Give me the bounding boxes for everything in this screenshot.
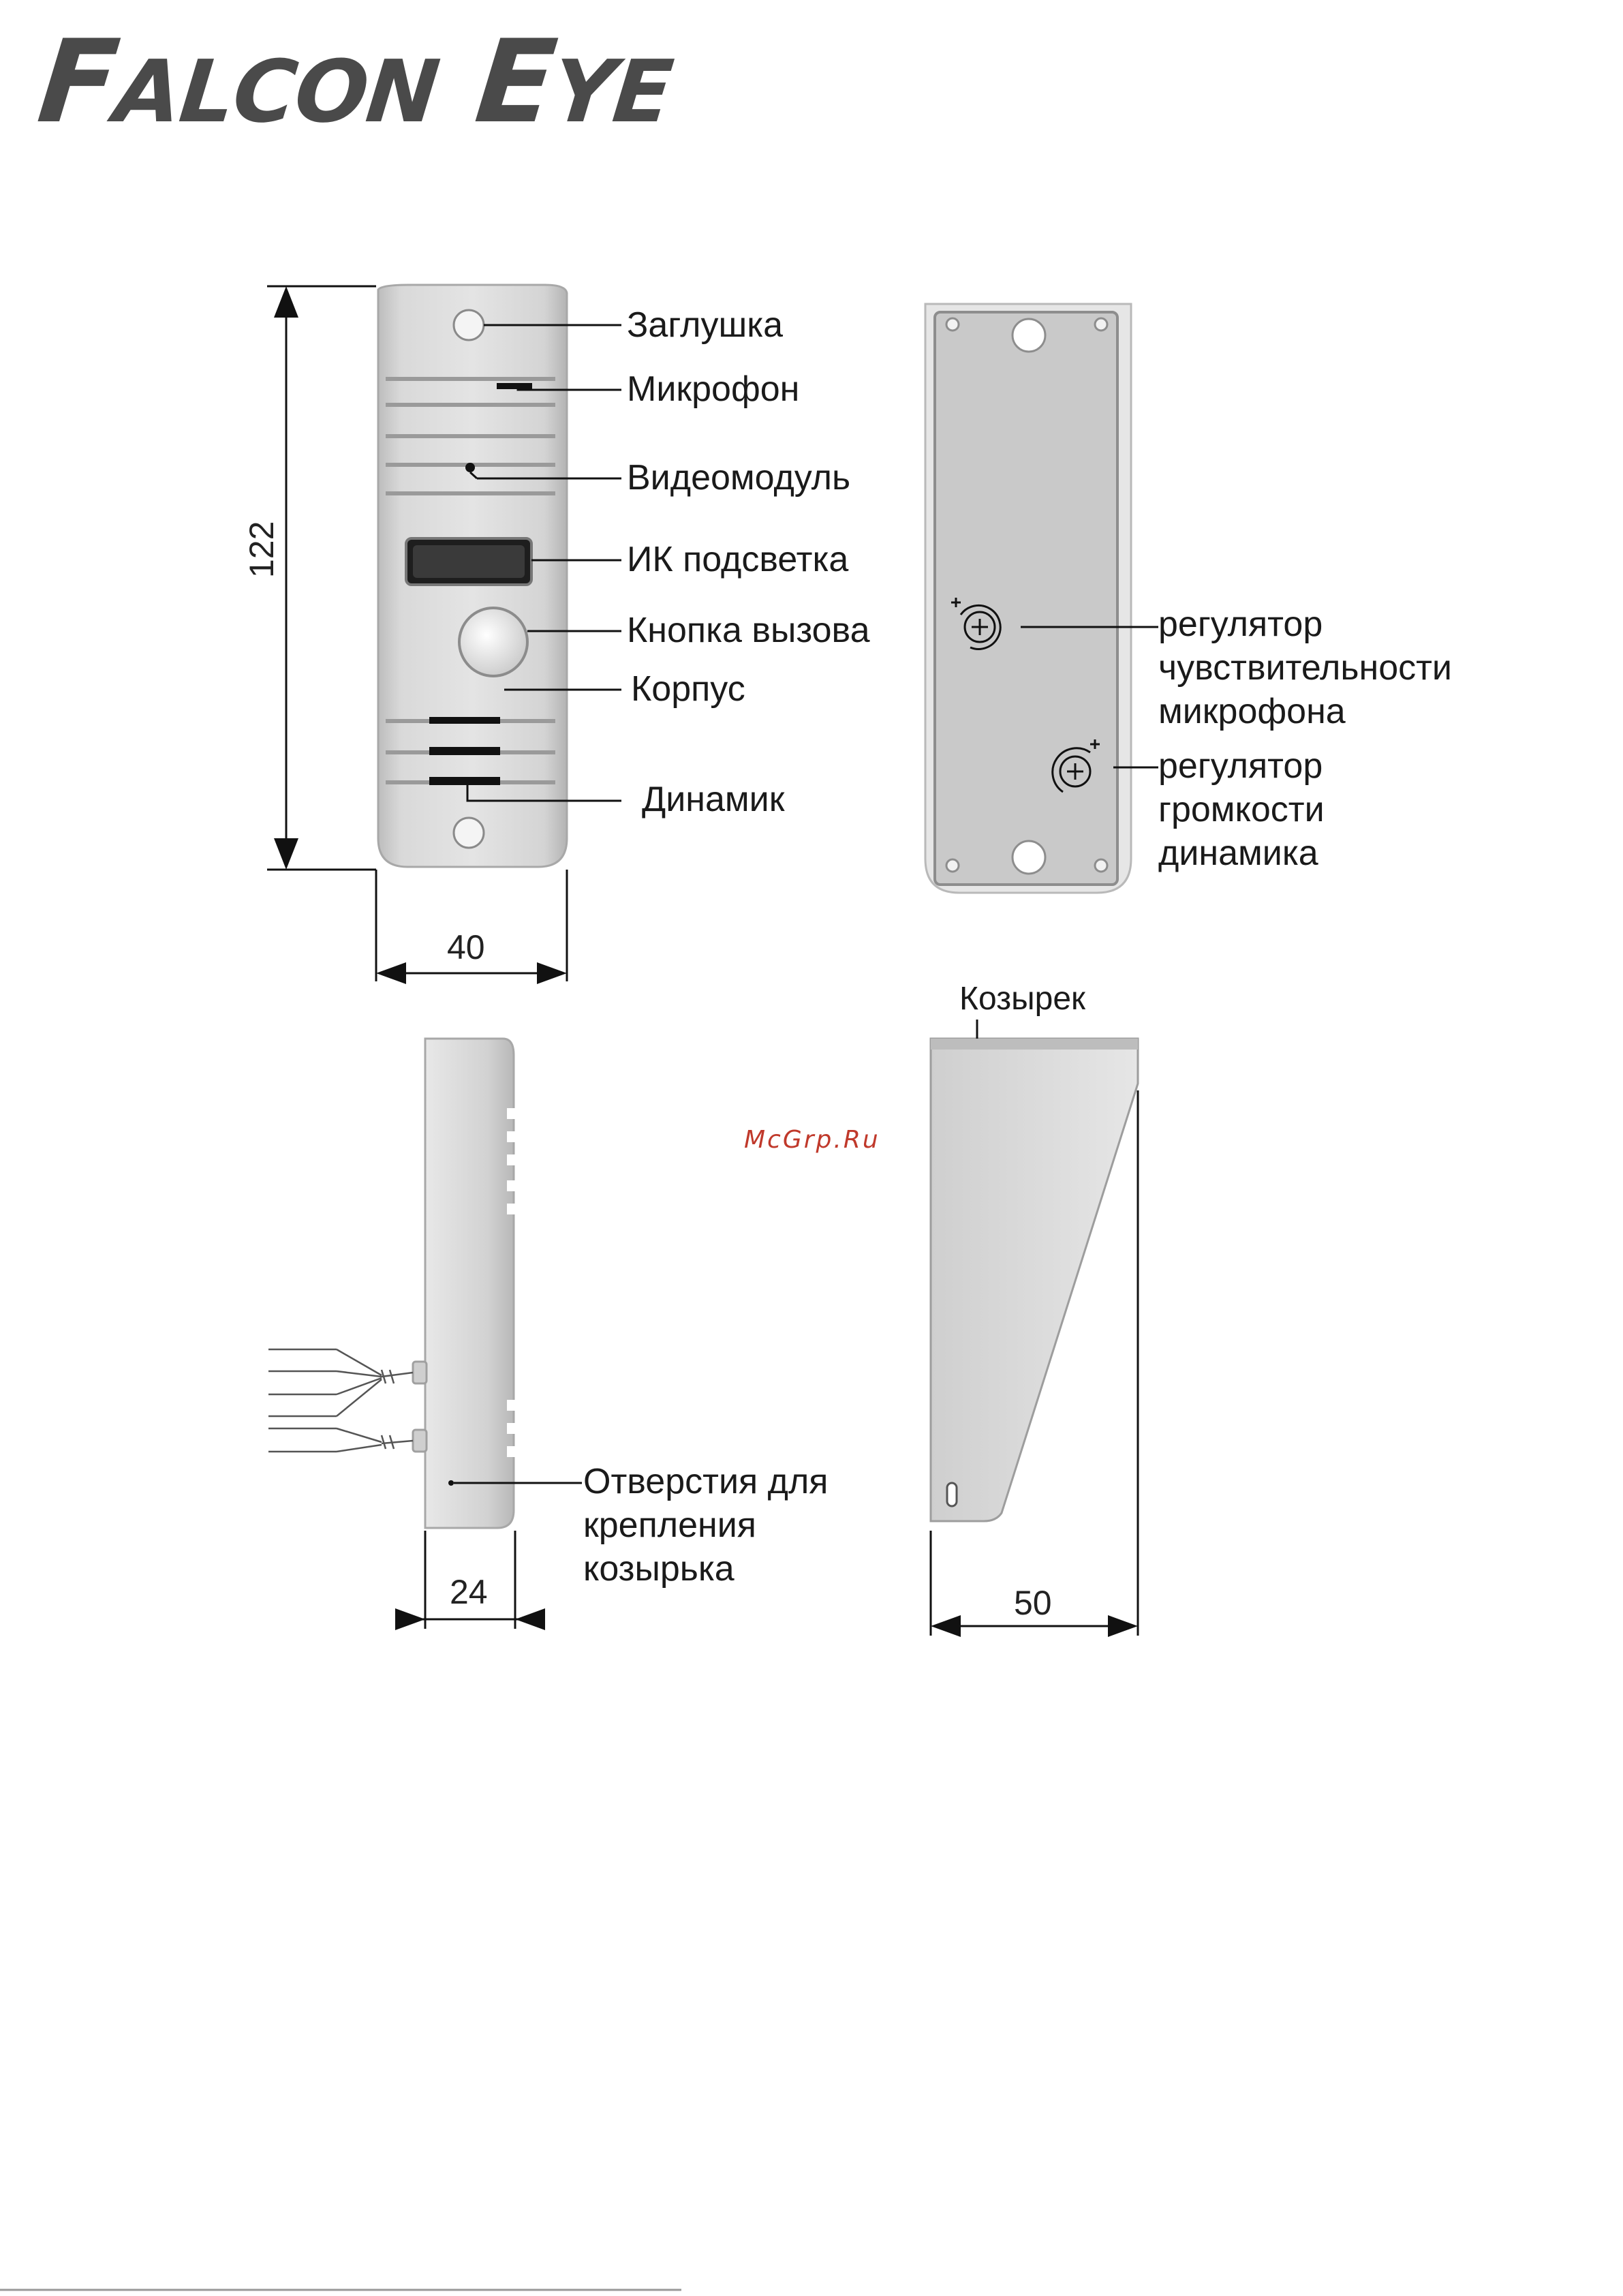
watermark: McGrp.Ru: [744, 1126, 880, 1154]
label-mic-regulator-line-2: чувствительности: [1158, 646, 1452, 690]
label-visor: Козырек: [959, 980, 1085, 1017]
video-module: [465, 463, 475, 472]
arrow-right: [537, 962, 567, 984]
label-visor-holes: Отверстия для крепления козырька: [583, 1460, 828, 1591]
visor-top-edge: [931, 1039, 1138, 1050]
arrow-left: [376, 962, 406, 984]
label-speaker: Динамик: [642, 780, 784, 821]
label-microphone: Микрофон: [627, 369, 799, 410]
back-view: [925, 304, 1158, 893]
side-body: [425, 1039, 514, 1528]
microphone-hole: [497, 383, 532, 389]
label-speaker-regulator-line-3: динамика: [1158, 831, 1325, 875]
depth-dimension-value: 24: [450, 1573, 488, 1612]
visor-slot: [947, 1483, 957, 1506]
label-call-button: Кнопка вызова: [627, 611, 869, 652]
arrow-up: [274, 286, 298, 318]
side-view: [268, 1039, 582, 1630]
plug-top: [454, 310, 484, 340]
wires: [268, 1349, 413, 1452]
label-ir-light: ИК подсветка: [627, 540, 848, 581]
plug-bottom: [454, 818, 484, 848]
mount-hole-top: [1013, 319, 1045, 352]
label-housing: Корпус: [631, 669, 745, 710]
visor-dimension-value: 50: [1014, 1584, 1052, 1623]
width-dimension-value: 40: [447, 928, 485, 968]
label-mic-regulator-line-3: микрофона: [1158, 690, 1452, 733]
label-speaker-regulator-line-1: регулятор: [1158, 744, 1325, 788]
label-visor-holes-line-3: козырька: [583, 1547, 828, 1591]
label-speaker-regulator-line-2: громкости: [1158, 788, 1325, 831]
visor-view: [931, 1020, 1138, 1637]
arrow-24-left: [395, 1608, 425, 1630]
arrow-50-right: [1108, 1615, 1138, 1637]
mount-hole-bottom: [1013, 841, 1045, 874]
height-dimension: [267, 286, 376, 981]
label-plug: Заглушка: [627, 305, 783, 346]
visor-shape: [931, 1039, 1138, 1521]
call-button: [459, 608, 527, 676]
label-visor-holes-line-1: Отверстия для: [583, 1460, 828, 1503]
height-dimension-value: 122: [243, 521, 282, 578]
arrow-24-right: [515, 1608, 545, 1630]
arrow-50-left: [931, 1615, 961, 1637]
front-view: [267, 285, 621, 984]
label-speaker-regulator: регулятор громкости динамика: [1158, 744, 1325, 875]
label-visor-holes-line-2: крепления: [583, 1503, 828, 1547]
back-panel: [935, 312, 1117, 885]
label-mic-regulator-line-1: регулятор: [1158, 602, 1452, 646]
arrow-down: [274, 838, 298, 870]
visor-mount-hole: [448, 1480, 454, 1486]
label-mic-regulator: регулятор чувствительности микрофона: [1158, 602, 1452, 733]
label-video-module: Видеомодуль: [627, 458, 850, 499]
